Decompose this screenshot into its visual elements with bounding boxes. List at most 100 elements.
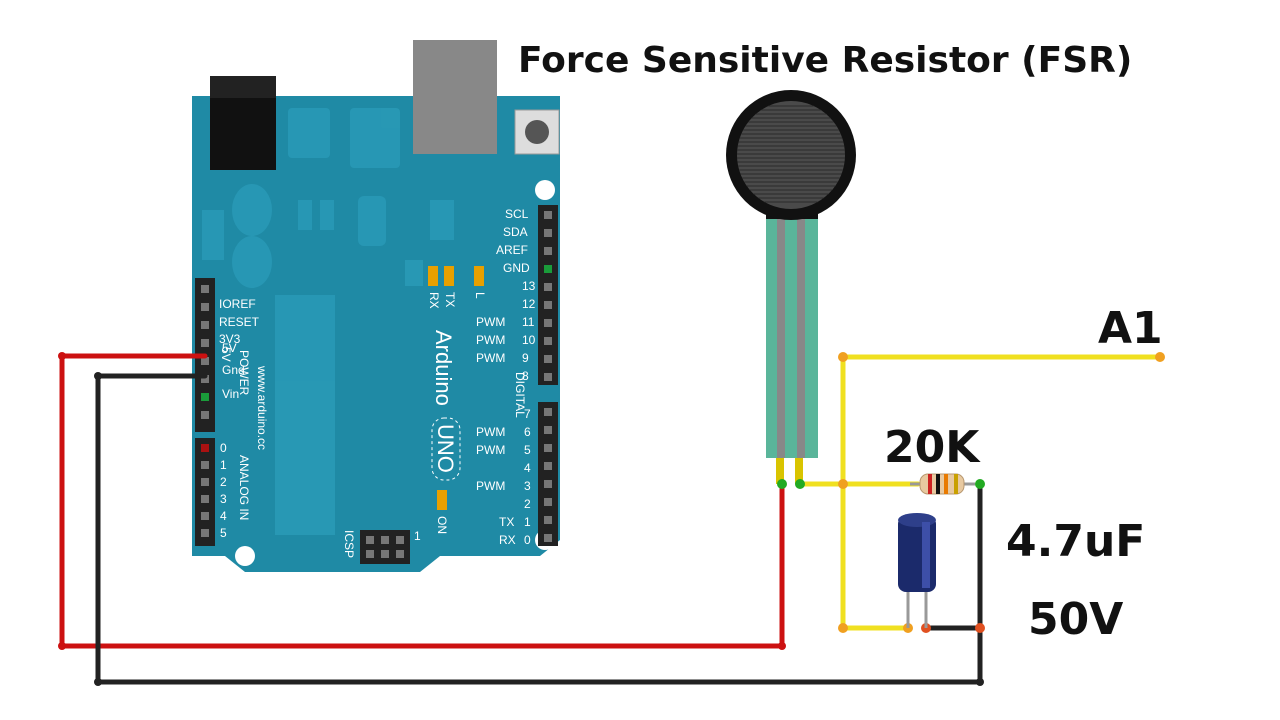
digital-pin-number: 13 [522, 279, 536, 293]
capacitor-voltage-label: 50V [1028, 594, 1123, 645]
header-pin [544, 444, 552, 452]
analog-pin-number: 3 [220, 492, 227, 506]
pin-label-aref: AREF [496, 243, 528, 257]
digital-pin-number: 8 [522, 369, 529, 383]
digital-pin-number: 3 [524, 479, 531, 493]
header-pin [544, 462, 552, 470]
header-pin [201, 357, 209, 365]
pin-label-5v: 5V [219, 347, 233, 362]
header-pin [201, 321, 209, 329]
electrolytic-capacitor [898, 513, 936, 628]
header-pin [201, 411, 209, 419]
header-pin [544, 265, 552, 273]
pwm-label-9: PWM [476, 351, 505, 365]
led-label-tx: TX [443, 292, 457, 307]
header-pin [544, 355, 552, 363]
digital-pin-number: 11 [522, 315, 535, 329]
led-label-on: ON [435, 516, 449, 534]
mounting-hole [235, 546, 255, 566]
pin-label-3v3: 3V3 [219, 332, 241, 346]
header-pin [201, 339, 209, 347]
pin-label-scl: SCL [505, 207, 529, 221]
resistor-label: 20K [884, 422, 981, 473]
mounting-hole [535, 180, 555, 200]
digital-pin-number: 10 [522, 333, 536, 347]
digital-header-top [538, 205, 558, 385]
digital-pin-number: 12 [522, 297, 536, 311]
header-pin [201, 512, 209, 520]
header-pin [544, 534, 552, 542]
header-pin [201, 444, 209, 452]
digital-header-bottom [538, 402, 558, 546]
status-leds [428, 266, 484, 510]
pin-label-ioref: IOREF [219, 297, 256, 311]
analog-pin-number: 0 [220, 441, 227, 455]
header-pin [544, 373, 552, 381]
board-url: www.arduino.cc [255, 365, 269, 450]
header-pin [201, 375, 209, 383]
digital-label: DIGITAL [513, 372, 527, 418]
header-pin [201, 303, 209, 311]
pwm-label-11: PWM [476, 315, 505, 329]
pin-label-gnd-digital: GND [503, 261, 530, 275]
header-pin [544, 247, 552, 255]
header-pin [544, 408, 552, 416]
fsr-sensor [726, 90, 856, 484]
analog-pin-number: 5 [220, 526, 227, 540]
header-pin [201, 495, 209, 503]
pwm-label-3: PWM [476, 479, 505, 493]
led-label-rx: RX [427, 292, 441, 309]
pin-label-power-1: Gnd [222, 363, 245, 377]
usb-connector [413, 40, 497, 154]
power-label: POWER [237, 350, 251, 396]
board-brand: Arduino [431, 330, 456, 406]
pin-label-sda: SDA [503, 225, 528, 239]
pin-label-power-0: 5V [222, 341, 237, 355]
header-pin [201, 478, 209, 486]
digital-pin-number: 9 [522, 351, 529, 365]
resistor-20k [910, 473, 975, 495]
digital-pin-number: 1 [524, 515, 531, 529]
analog-pin-number: 4 [220, 509, 227, 523]
header-pin [544, 498, 552, 506]
pwm-label-10: PWM [476, 333, 505, 347]
header-pin [201, 393, 209, 401]
capacitor-value-label: 4.7uF [1006, 516, 1145, 567]
pin-label-tx: TX [499, 515, 514, 529]
led-label-l: L [473, 292, 487, 299]
digital-pin-number: 5 [524, 443, 531, 457]
pin-label-power-2: Vin [222, 387, 239, 401]
analog-header [195, 438, 215, 546]
header-pin [201, 529, 209, 537]
fsr-tail [766, 208, 818, 458]
pin-label-reset: RESET [219, 315, 260, 329]
analog-pin-number: 1 [220, 458, 227, 472]
pwm-label-6: PWM [476, 425, 505, 439]
header-pin [544, 516, 552, 524]
header-pin [544, 426, 552, 434]
board-model: UNO [433, 424, 458, 473]
header-pin [544, 301, 552, 309]
header-pin [544, 337, 552, 345]
icsp-pin1-label: 1 [414, 529, 421, 543]
header-pin [544, 319, 552, 327]
digital-pin-number: 4 [524, 461, 531, 475]
wire-endpoints [58, 352, 1165, 686]
header-pin [201, 461, 209, 469]
icsp-header [360, 530, 410, 564]
header-pin [201, 285, 209, 293]
header-pin [544, 229, 552, 237]
pin-label-rx: RX [499, 533, 516, 547]
analog-pin-number: 2 [220, 475, 227, 489]
header-pin [544, 211, 552, 219]
header-pin [544, 480, 552, 488]
arduino-board: IOREF RESET 3V3 5V POWER www.arduino.cc … [192, 40, 560, 572]
pin-a1-label: A1 [1098, 303, 1163, 354]
digital-pin-number: 6 [524, 425, 531, 439]
pwm-label-5: PWM [476, 443, 505, 457]
digital-pin-number: 2 [524, 497, 531, 511]
digital-pin-number: 0 [524, 533, 531, 547]
diagram-title: Force Sensitive Resistor (FSR) [518, 40, 1132, 81]
digital-pin-number: 7 [524, 407, 531, 421]
